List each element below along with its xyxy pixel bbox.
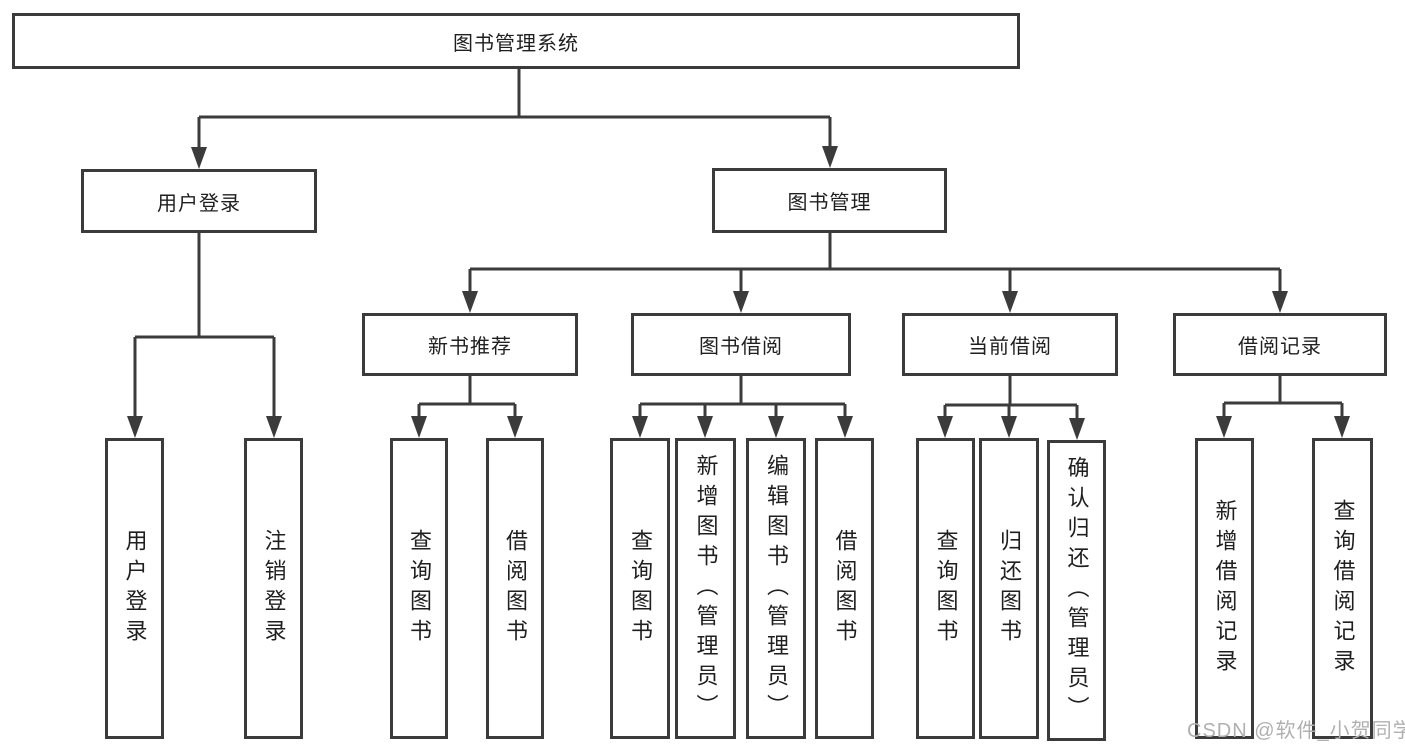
leaf-borrow-books-recommend: 借阅图书 [486, 438, 544, 739]
leaf-add-borrow-record: 新增借阅记录 [1195, 438, 1254, 739]
watermark: CSDN @软件_小贺同学 [1187, 720, 1405, 742]
node-book-borrow-label: 图书借阅 [699, 336, 783, 358]
leaf-edit-books-admin-label: 编辑图书（管理员） [764, 453, 789, 724]
leaf-query-books-current-label: 查询图书 [933, 528, 959, 649]
leaf-confirm-return-admin: 确认归还（管理员） [1047, 440, 1106, 741]
leaf-return-books-label: 归还图书 [997, 528, 1022, 649]
node-library-system-label: 图书管理系统 [453, 32, 579, 55]
leaf-borrow-books-recommend-label: 借阅图书 [503, 528, 528, 649]
leaf-edit-books-admin: 编辑图书（管理员） [746, 438, 806, 739]
node-book-management-label: 图书管理 [787, 192, 872, 214]
leaf-query-books-current: 查询图书 [916, 438, 975, 739]
leaf-add-borrow-record-label: 新增借阅记录 [1212, 498, 1238, 679]
leaf-logout-label: 注销登录 [261, 528, 287, 649]
leaf-return-books: 归还图书 [979, 438, 1039, 739]
node-new-book-recommend: 新书推荐 [362, 313, 578, 376]
node-book-borrow: 图书借阅 [631, 313, 851, 376]
leaf-confirm-return-admin-label: 确认归还（管理员） [1064, 455, 1090, 726]
node-user-login-group-label: 用户登录 [157, 192, 241, 215]
leaf-logout: 注销登录 [244, 438, 303, 739]
node-borrow-records: 借阅记录 [1173, 313, 1387, 376]
node-current-borrow: 当前借阅 [902, 313, 1118, 376]
leaf-borrow-books: 借阅图书 [815, 438, 874, 739]
node-user-login-group: 用户登录 [81, 169, 317, 233]
node-current-borrow-label: 当前借阅 [968, 336, 1052, 358]
leaf-user-login: 用户登录 [105, 438, 164, 739]
leaf-query-borrow-record: 查询借阅记录 [1312, 438, 1373, 739]
leaf-borrow-books-label: 借阅图书 [832, 528, 858, 649]
node-new-book-recommend-label: 新书推荐 [428, 336, 512, 358]
leaf-query-books-borrow-label: 查询图书 [628, 528, 653, 649]
leaf-query-borrow-record-label: 查询借阅记录 [1330, 498, 1356, 679]
node-book-management: 图书管理 [712, 168, 947, 233]
leaf-add-books-admin: 新增图书（管理员） [675, 438, 736, 739]
leaf-query-books-recommend-label: 查询图书 [407, 528, 432, 649]
node-borrow-records-label: 借阅记录 [1238, 336, 1322, 358]
leaf-query-books-borrow: 查询图书 [610, 438, 670, 739]
leaf-add-books-admin-label: 新增图书（管理员） [693, 453, 719, 724]
leaf-user-login-label: 用户登录 [122, 528, 148, 649]
leaf-query-books-recommend: 查询图书 [390, 438, 448, 739]
node-library-system: 图书管理系统 [12, 13, 1020, 69]
